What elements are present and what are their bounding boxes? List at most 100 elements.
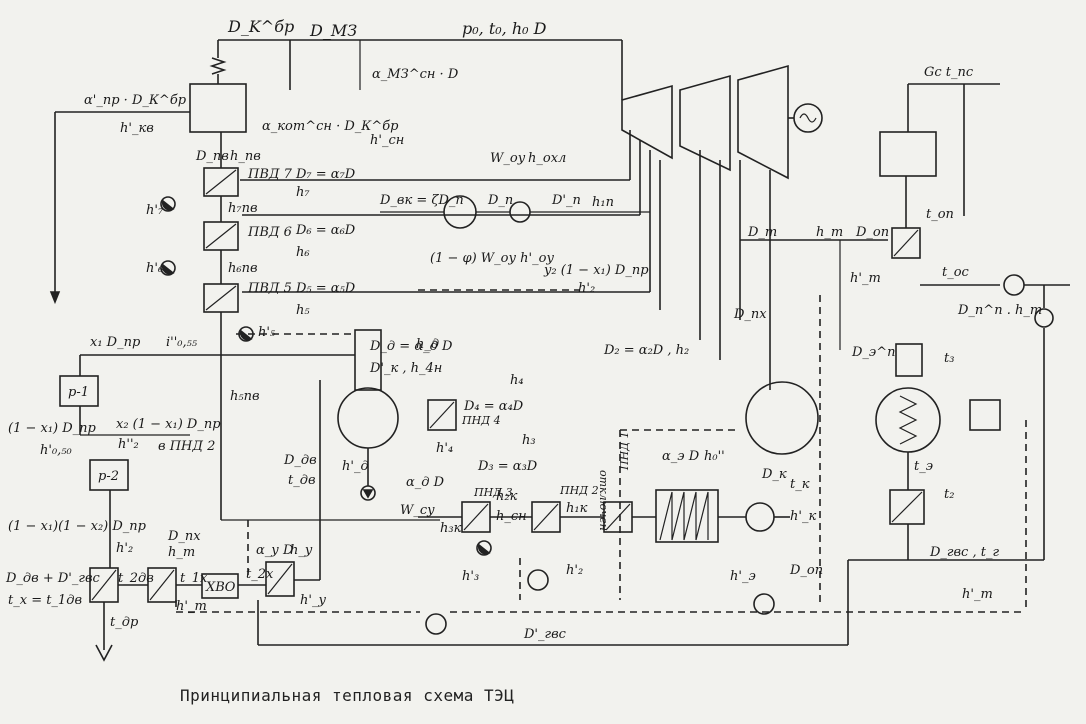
lbl-steam-params: p₀, t₀, h₀ D xyxy=(462,19,547,38)
deaerator-column xyxy=(354,329,382,391)
lbl-h-kv: h'_кв xyxy=(120,121,154,136)
lbl-h-pv: h_пв xyxy=(230,149,261,164)
lbl-d-gvs-tg: D_гвс , t_г xyxy=(929,545,999,560)
lbl-h-050: h'₀,₅₀ xyxy=(40,443,73,458)
lbl-t-op: t_оп xyxy=(926,207,954,222)
peak-heater xyxy=(889,489,925,525)
network-heater xyxy=(875,387,941,453)
lbl-d5: D₅ = α₅D xyxy=(295,281,356,296)
lbl-d-dv2: D_дв xyxy=(283,453,317,468)
lbl-h5pv: h₅пв xyxy=(230,389,260,404)
lbl-dn-ht: D_п^п . h_т xyxy=(957,303,1042,318)
lbl-d-op2: D_оп xyxy=(789,563,823,578)
lbl-d-dv: D_дв + D'_гвс xyxy=(5,571,101,586)
lbl-h3: h₃ xyxy=(522,433,536,448)
lbl-h-sn: h'_сн xyxy=(370,133,404,148)
lbl-gc-tps: Gc t_пс xyxy=(924,65,974,80)
condenser xyxy=(745,381,819,455)
drain-cooler xyxy=(969,399,1001,431)
lbl-h-y-prime: h'_у xyxy=(300,593,326,608)
turbine-lp xyxy=(737,64,789,180)
lbl-alpha-kot: α_кот^сн · D_К^бр xyxy=(262,119,399,134)
lbl-h-t: h_т xyxy=(816,225,843,240)
lbl-pnd4: ПНД 4 xyxy=(461,414,501,427)
lbl-h-sn2: h_сн xyxy=(496,509,527,524)
lbl-p2: р-2 xyxy=(98,469,119,484)
lbl-h7: h₇ xyxy=(296,185,310,200)
turbine-ip xyxy=(679,74,731,172)
lbl-d-pv: D_пв xyxy=(195,149,229,164)
lbl-d-p: D_п xyxy=(487,193,513,208)
lbl-dmz: D_МЗ xyxy=(309,21,357,40)
turbine-hp xyxy=(621,84,673,160)
flasher-p1 xyxy=(59,375,99,407)
lbl-a-e-d: α_э D xyxy=(662,449,700,464)
lbl-h-d: h_д xyxy=(416,337,439,352)
network-heater-column xyxy=(895,343,923,377)
lbl-h-t-prime2: h'_т xyxy=(962,587,993,602)
lbl-dk-br: D_K^бр xyxy=(227,17,294,36)
lbl-pnd2: ПНД 2 xyxy=(559,484,599,497)
condensate-pump xyxy=(745,502,775,532)
lbl-w-sy: W_су xyxy=(400,503,435,518)
lbl-d-gvs-prime: D'_гвс xyxy=(523,627,567,642)
diagram-caption: Принципиальная тепловая схема ТЭЦ xyxy=(180,686,515,705)
lbl-h6pv: h₆пв xyxy=(228,261,258,276)
lbl-h-k-prime: h'_к xyxy=(790,509,816,524)
lbl-h4: h₄ xyxy=(510,373,524,388)
lbl-tx: t_x = t_1дв xyxy=(8,593,82,608)
lbl-d-op: D_оп xyxy=(855,225,889,240)
lbl-t-2dv: t_2дв xyxy=(118,571,154,586)
consumer-block xyxy=(879,131,937,177)
lbl-h6-prime: h'₆ xyxy=(146,261,163,276)
lbl-h-y: h_у xyxy=(290,543,313,558)
lbl-expr-x1x2: (1 − x₁)(1 − x₂) D_пр xyxy=(8,519,147,534)
lbl-ay-d: α_у D xyxy=(256,543,294,558)
lbl-d2-line: D₂ = α₂D , h₂ xyxy=(603,343,689,358)
heater-y xyxy=(265,561,295,597)
lbl-pnd1: ПНД 1 xyxy=(618,431,631,471)
lbl-h1k: h₁к xyxy=(566,501,588,516)
lbl-t-os: t_ос xyxy=(942,265,970,280)
lbl-d-pk: D_пх xyxy=(167,529,201,544)
deaerator-tank xyxy=(337,387,399,449)
lbl-pvd6: ПВД 6 xyxy=(247,225,292,240)
lbl-t-e: t_э xyxy=(914,459,933,474)
lbl-d3: D₃ = α₃D xyxy=(477,459,538,474)
lbl-t-2x: t_2х xyxy=(246,567,274,582)
lbl-t-dv: t_дв xyxy=(288,473,316,488)
lbl-h5-prime: h'₅ xyxy=(258,325,276,340)
lbl-x2-dpr: x₂ (1 − x₁) D_пр xyxy=(116,417,221,432)
lbl-h-e-prime: h'_э xyxy=(730,569,756,584)
lbl-h-t-prime: h'_т xyxy=(850,271,881,286)
lbl-t-k: t_к xyxy=(790,477,810,492)
lbl-h-ohl: h_охл xyxy=(528,151,566,166)
lbl-d-k: D_к xyxy=(761,467,787,482)
lbl-i-055: i''₀,₅₅ xyxy=(166,335,198,350)
lbl-pnd3: ПНД 3 xyxy=(473,486,513,499)
lbl-h2-prime-b: h'₂ xyxy=(566,563,583,578)
lbl-d-vk: D_вк = ζD_п xyxy=(379,193,464,208)
lbl-w-oy: W_оу xyxy=(490,151,526,166)
lbl-h-t-b2: h'_т xyxy=(176,599,207,614)
lbl-h2-prime-top: h'₂ xyxy=(578,281,595,296)
lbl-d-d: D_д = α_д D xyxy=(369,339,453,354)
lbl-d-px: D_пх xyxy=(733,307,767,322)
lbl-pvd5: ПВД 5 xyxy=(247,281,292,296)
lbl-d-e-pp: D_э^п xyxy=(851,345,895,360)
lbl-d-k-prime: D'_к , h_4н xyxy=(369,361,442,376)
lbl-h5: h₅ xyxy=(296,303,310,318)
lbl-h-1p: h₁п xyxy=(592,195,614,210)
lbl-h4-prime: h'₄ xyxy=(436,441,453,456)
lbl-h7-prime: h'₇ xyxy=(146,203,164,218)
lbl-hvo: ХВО xyxy=(205,580,236,595)
reducer-zigzag xyxy=(209,57,227,75)
lbl-d-p-prime: D'_п xyxy=(551,193,581,208)
lbl-h7pv: h₇пв xyxy=(228,201,258,216)
pnd4-heater xyxy=(427,399,457,431)
lbl-otkl: отключен xyxy=(597,470,610,531)
lbl-h-d-prime: h'_д xyxy=(342,459,369,474)
lbl-d6: D₆ = α₆D xyxy=(295,223,356,238)
lbl-h3-prime: h'₃ xyxy=(462,569,479,584)
